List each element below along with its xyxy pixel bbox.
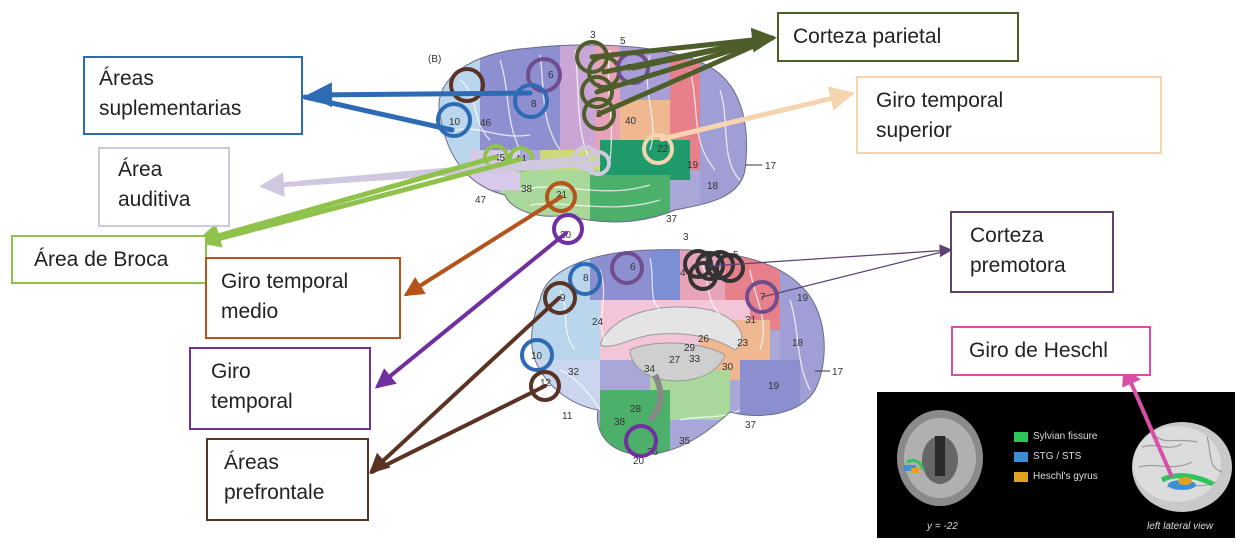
arrow-corteza-parietal bbox=[596, 35, 775, 117]
area-number: 32 bbox=[568, 367, 580, 378]
area-number: 18 bbox=[707, 181, 719, 192]
area-number: 38 bbox=[521, 184, 533, 195]
area-number: 47 bbox=[475, 195, 487, 206]
label-areas-suplementarias: Áreas suplementarias bbox=[83, 56, 303, 135]
area-number: 37 bbox=[745, 420, 757, 431]
area-number: 6 bbox=[548, 70, 554, 81]
area-number: 18 bbox=[792, 338, 804, 349]
area-number: 30 bbox=[722, 362, 734, 373]
area-number: 45 bbox=[494, 153, 506, 164]
highlight-circle bbox=[545, 181, 577, 213]
highlight-circle bbox=[745, 280, 779, 314]
arrow-corteza-parietal bbox=[589, 27, 777, 60]
arrow-corteza-parietal bbox=[594, 35, 775, 95]
area-number: 40 bbox=[625, 116, 637, 127]
highlight-circle bbox=[610, 251, 644, 285]
area-number: 5 bbox=[620, 36, 626, 47]
area-number: 28 bbox=[630, 404, 642, 415]
highlight-circle bbox=[543, 281, 577, 315]
arrow-giro-temporal-medio bbox=[403, 195, 563, 297]
area-number: 8 bbox=[583, 273, 589, 284]
highlight-circle bbox=[529, 370, 561, 402]
arrow-areas-suplementarias bbox=[302, 94, 455, 133]
area-number: 20 bbox=[633, 456, 645, 467]
area-number: 7 bbox=[760, 292, 766, 303]
arrow-area-broca bbox=[195, 154, 499, 248]
area-number: 22 bbox=[657, 144, 669, 155]
arrow-areas-prefrontale bbox=[370, 384, 547, 474]
label-giro-temporal-medio: Giro temporal medio bbox=[205, 257, 401, 339]
label-area-broca: Área de Broca bbox=[11, 235, 207, 284]
coronal-caption: y = -22 bbox=[927, 521, 958, 532]
highlight-circle bbox=[449, 67, 485, 103]
area-number: 33 bbox=[689, 354, 701, 365]
highlight-circle bbox=[520, 338, 554, 372]
highlight-circle bbox=[513, 83, 549, 119]
mri-inset: Sylvian fissure STG / STS Heschl's gyrus… bbox=[877, 392, 1235, 538]
label-giro-temporal: Giro temporal bbox=[189, 347, 371, 430]
area-number: 4 bbox=[680, 268, 686, 279]
highlight-circle bbox=[582, 97, 616, 131]
highlight-circle bbox=[688, 261, 718, 291]
legend-heschls-gyrus: Heschl's gyrus bbox=[1033, 471, 1098, 482]
arrow-areas-suplementarias bbox=[307, 82, 533, 108]
area-number: 19 bbox=[797, 293, 809, 304]
highlight-circle bbox=[568, 262, 602, 296]
label-areas-prefrontale: Áreas prefrontale bbox=[206, 438, 369, 521]
area-number: 10 bbox=[449, 117, 461, 128]
area-number: 23 bbox=[737, 338, 749, 349]
highlight-circle bbox=[624, 424, 658, 458]
arrow-giro-temporal bbox=[374, 231, 568, 389]
area-number: 27 bbox=[669, 355, 681, 366]
area-number: 38 bbox=[614, 417, 626, 428]
area-number: 17 bbox=[832, 367, 844, 378]
area-number: 10 bbox=[531, 351, 543, 362]
area-number: 24 bbox=[592, 317, 604, 328]
arrow-giro-temporal-superior bbox=[659, 86, 855, 142]
label-corteza-parietal: Corteza parietal bbox=[777, 12, 1019, 62]
area-number: 11 bbox=[562, 411, 573, 422]
area-number: 29 bbox=[684, 343, 696, 354]
area-number: 8 bbox=[531, 99, 537, 110]
area-number: 17 bbox=[765, 161, 777, 172]
area-number: 26 bbox=[698, 334, 710, 345]
area-number: 3 bbox=[590, 30, 596, 41]
label-giro-heschl: Giro de Heschl bbox=[951, 326, 1151, 376]
area-number: 35 bbox=[679, 436, 691, 447]
legend-sylvian-fissure: Sylvian fissure bbox=[1033, 431, 1098, 442]
label-corteza-premotora: Corteza premotora bbox=[950, 211, 1114, 293]
area-number: 12 bbox=[540, 378, 552, 389]
area-number: 19 bbox=[768, 381, 780, 392]
area-number: 37 bbox=[666, 214, 678, 225]
legend-stg-sts: STG / STS bbox=[1033, 451, 1082, 462]
panel-tag: (B) bbox=[428, 54, 441, 65]
area-number: 3 bbox=[683, 232, 689, 243]
area-number: 34 bbox=[644, 364, 656, 375]
mri-image bbox=[897, 410, 1232, 512]
arrow-areas-prefrontale bbox=[369, 296, 561, 474]
arrow-corteza-premotora bbox=[709, 244, 953, 267]
area-number: 19 bbox=[687, 160, 699, 171]
highlight-circle bbox=[715, 253, 745, 283]
medial-brain: 3 1 2 5 6 4 7 19 8 9 24 31 23 26 29 27 3… bbox=[531, 232, 844, 467]
area-number: 6 bbox=[630, 262, 636, 273]
highlight-circle bbox=[642, 133, 674, 165]
lateral-caption: left lateral view bbox=[1147, 521, 1214, 532]
arrow-corteza-premotora bbox=[761, 249, 951, 298]
arrow-area-broca bbox=[207, 156, 524, 244]
highlight-circle bbox=[580, 75, 614, 109]
highlight-circle bbox=[436, 102, 472, 138]
label-area-auditiva: Área auditiva bbox=[98, 147, 230, 227]
area-number: 46 bbox=[480, 118, 492, 129]
highlight-circle bbox=[552, 213, 584, 245]
area-number: 31 bbox=[745, 315, 757, 326]
area-number: 9 bbox=[560, 293, 566, 304]
label-giro-temporal-superior: Giro temporal superior bbox=[856, 76, 1162, 154]
